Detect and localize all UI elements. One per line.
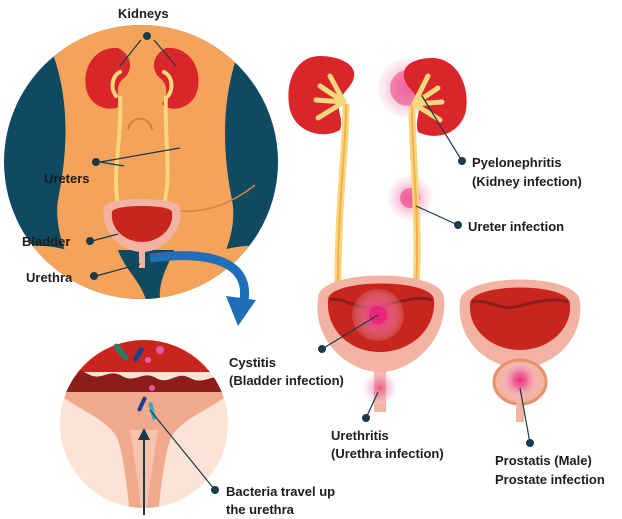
label-urethra: Urethra [26,270,72,285]
label-ureter-infection: Ureter infection [468,219,564,234]
label-prostate-infection: Prostate infection [495,472,605,487]
label-ureters: Ureters [44,171,90,186]
label-pyelonephritis: Pyelonephritis [472,155,562,170]
label-kidneys: Kidneys [118,6,169,21]
label-bladder-infection: (Bladder infection) [229,373,344,388]
urethra-infection-glow [364,372,396,404]
infection-anatomy [288,56,580,422]
label-urethra-infection: (Urethra infection) [331,446,444,461]
small-urethra [139,250,145,268]
label-bladder: Bladder [22,234,70,249]
urethra-zoom-circle [56,336,236,519]
label-kidney-infection: (Kidney infection) [472,174,582,189]
prostate-infection-glow [502,362,538,398]
label-bacteria-travel: Bacteria travel up [226,484,335,499]
label-urethritis: Urethritis [331,428,389,443]
label-prostatis: Prostatis (Male) [495,453,592,468]
label-the-urethra: the urethra [226,502,294,517]
label-cystitis: Cystitis [229,355,276,370]
